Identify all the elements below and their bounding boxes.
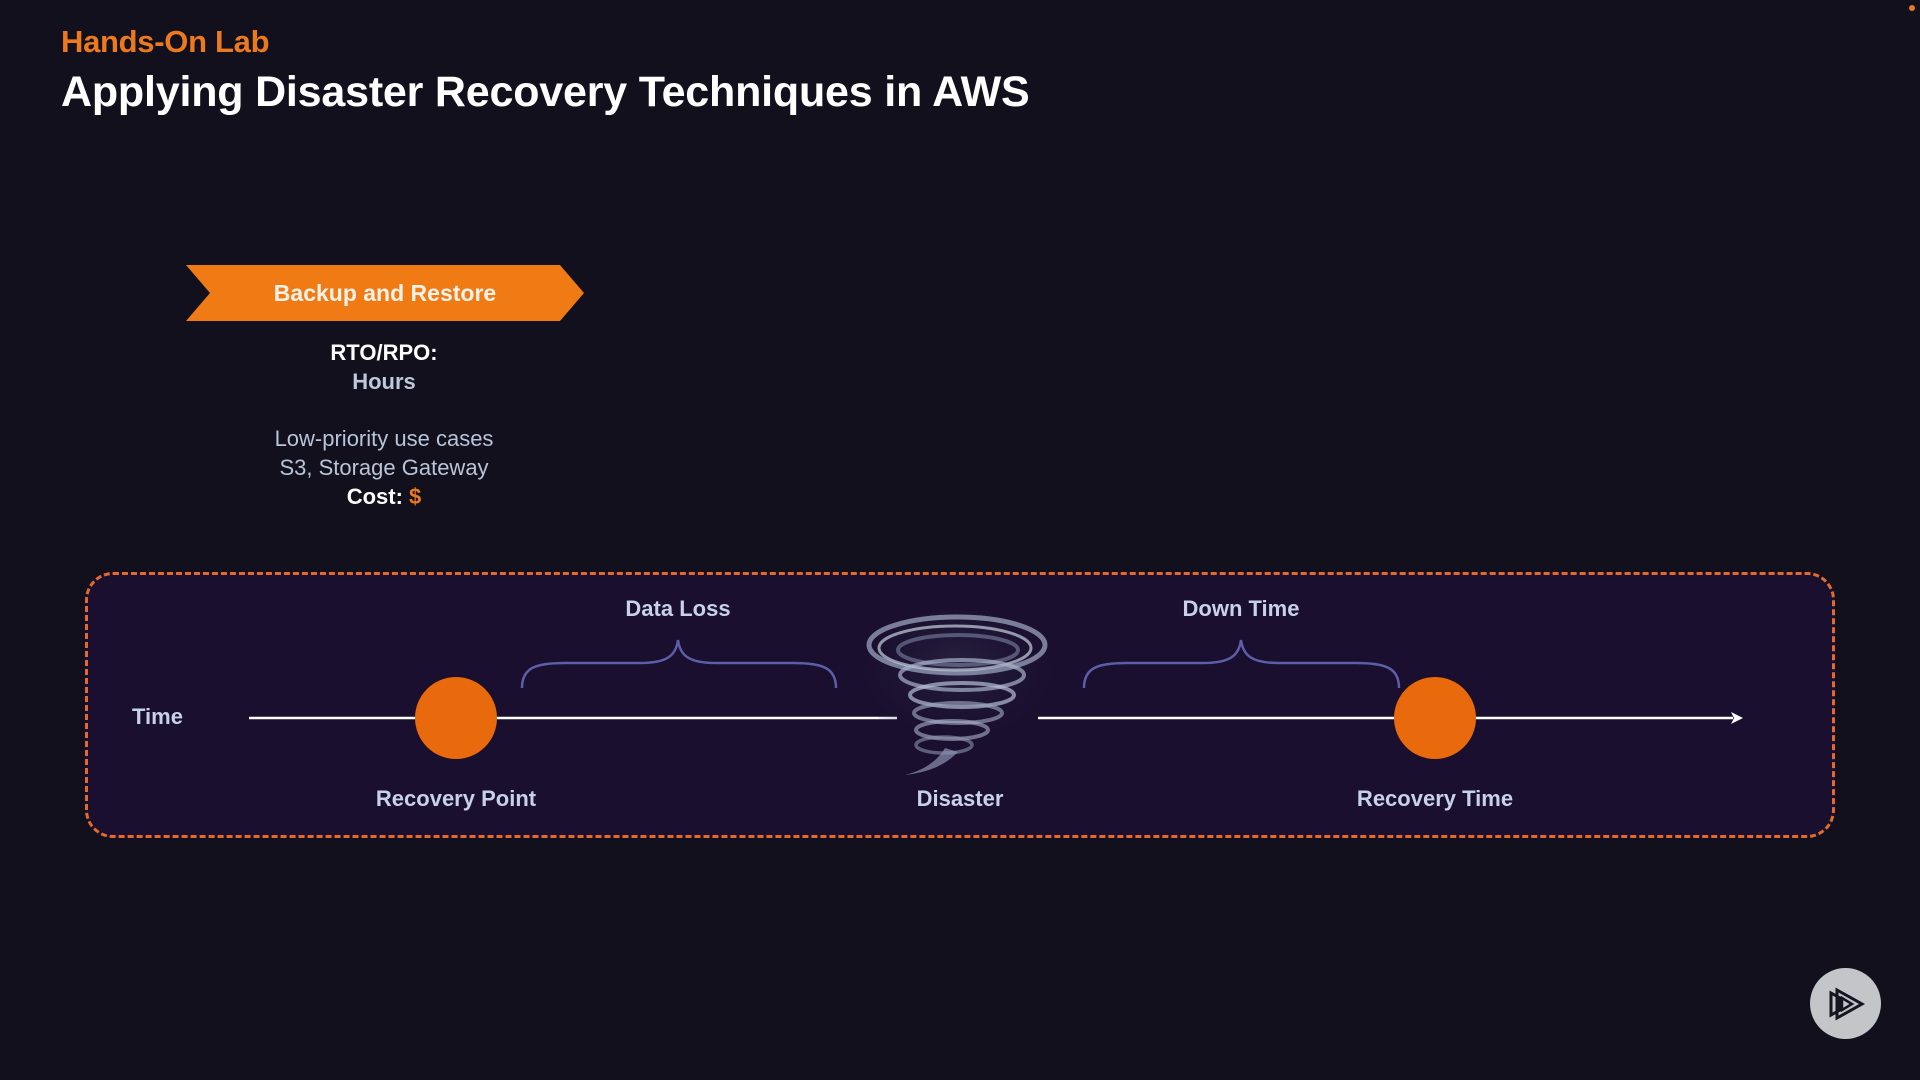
brand-logo-button[interactable] [1810, 968, 1881, 1039]
corner-indicator-dot [1909, 5, 1915, 11]
time-axis-label: Time [132, 704, 183, 729]
down-time-label: Down Time [1182, 596, 1300, 621]
play-logo-icon [1829, 986, 1865, 1021]
strategy-banner-label: Backup and Restore [273, 280, 497, 306]
slide-title: Applying Disaster Recovery Techniques in… [61, 68, 1030, 116]
cost-line: Cost: $ [234, 484, 534, 510]
cost-label: Cost: [346, 484, 403, 509]
recovery-point-label: Recovery Point [375, 786, 537, 811]
cost-value: $ [409, 484, 422, 509]
use-case-text: Low-priority use cases [274, 426, 494, 451]
rto-rpo-value: Hours [352, 369, 416, 394]
services-text: S3, Storage Gateway [279, 455, 489, 480]
strategy-banner-shape [186, 265, 584, 321]
data-loss-label: Data Loss [625, 596, 731, 621]
rto-rpo-label: RTO/RPO: [330, 340, 438, 365]
recovery-time-label: Recovery Time [1356, 786, 1514, 811]
eyebrow-label: Hands-On Lab [61, 24, 270, 59]
disaster-label: Disaster [916, 786, 1004, 811]
